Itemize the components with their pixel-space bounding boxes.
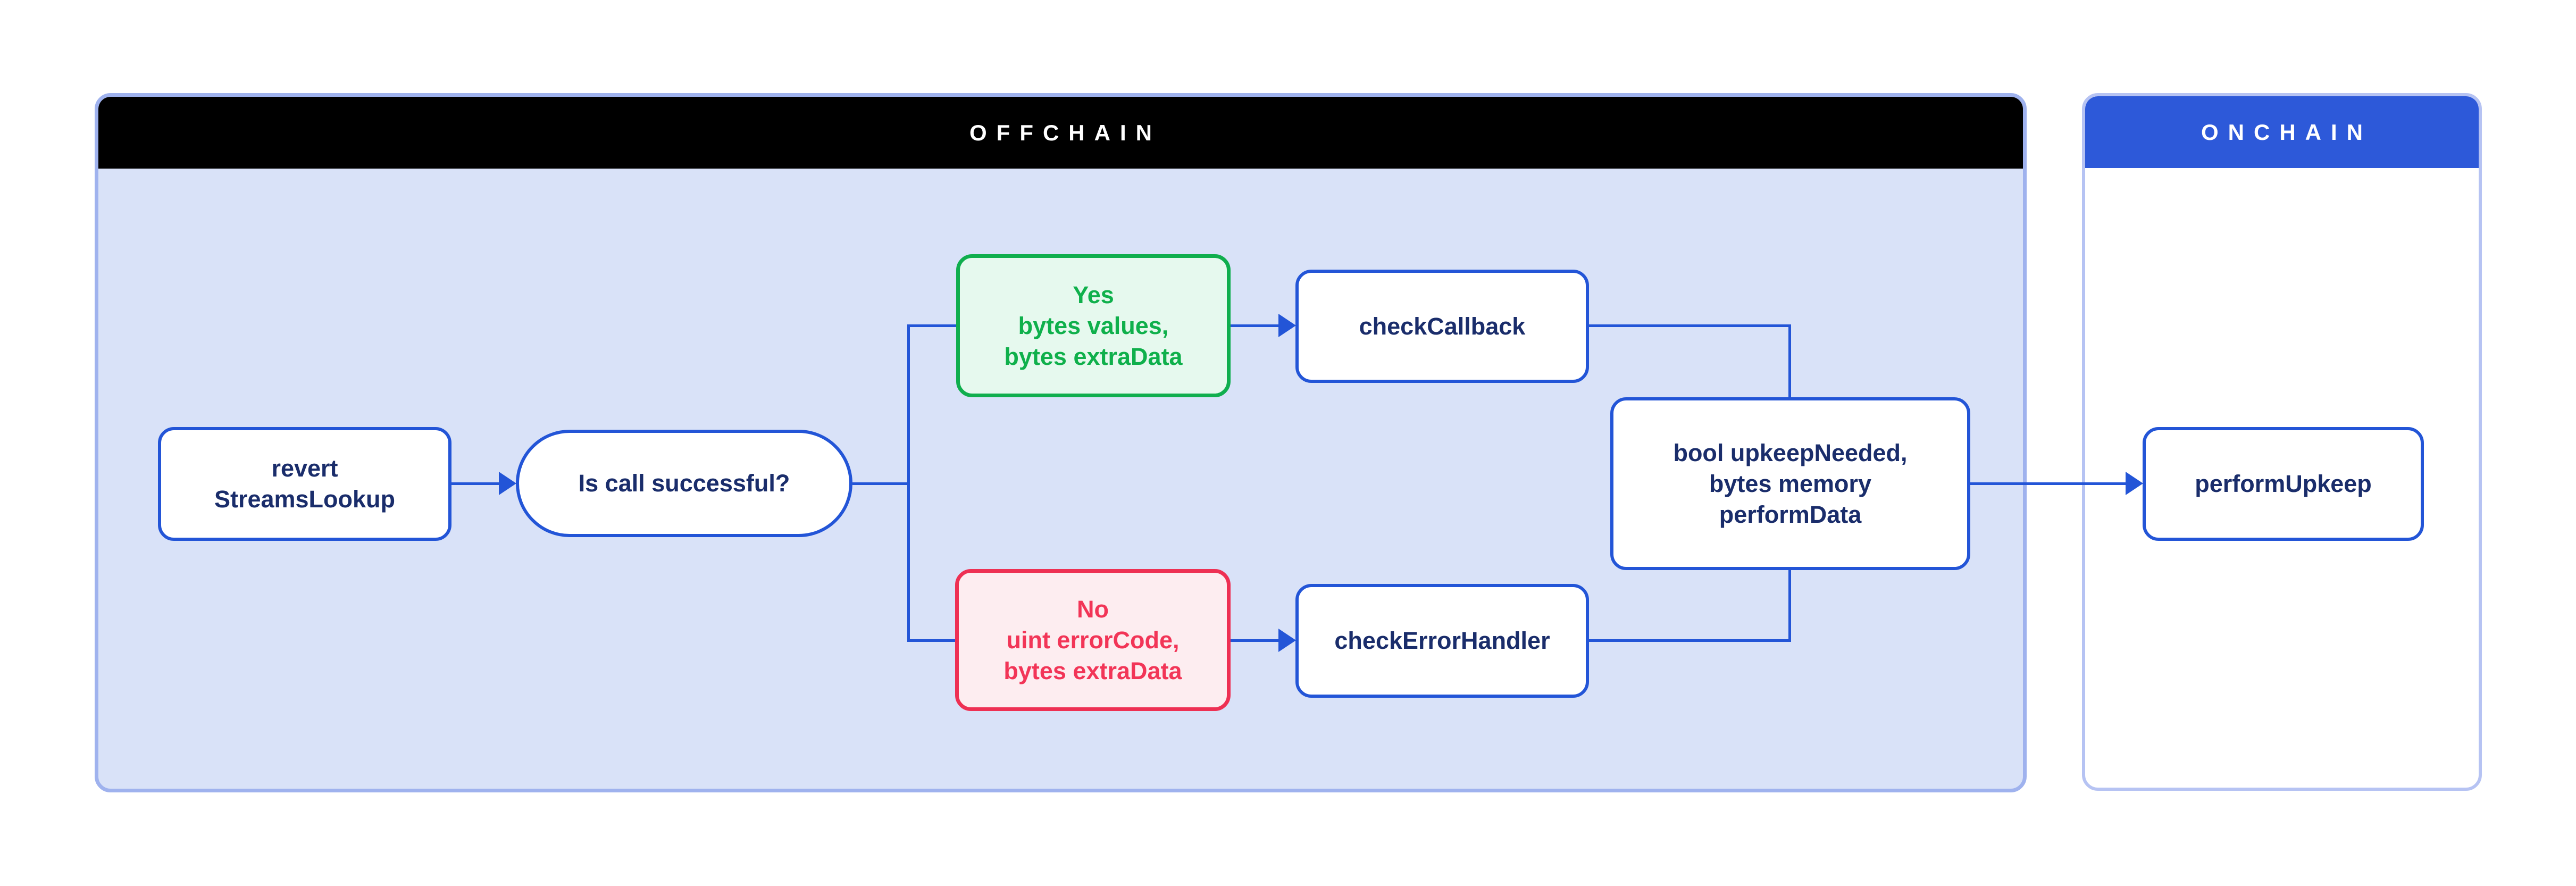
arrowhead-icon [1278, 314, 1296, 337]
arrowhead-icon [2126, 472, 2143, 495]
connector-result-to-perform-upkeep [1969, 482, 2126, 485]
node-no-branch: No uint errorCode, bytes extraData [955, 569, 1231, 711]
onchain-lane-header: ONCHAIN [2085, 96, 2479, 168]
node-upkeep-result: bool upkeepNeeded, bytes memory performD… [1610, 397, 1970, 570]
offchain-lane-header: OFFCHAIN [98, 97, 2023, 169]
node-yes-branch: Yes bytes values, bytes extraData [956, 254, 1231, 397]
node-perform-upkeep: performUpkeep [2143, 427, 2424, 541]
arrowhead-icon [1278, 629, 1296, 652]
arrowhead-icon [499, 472, 516, 495]
offchain-lane-title: OFFCHAIN [969, 120, 1161, 145]
node-check-callback: checkCallback [1295, 270, 1589, 383]
node-revert-streams-lookup: revert StreamsLookup [158, 427, 451, 541]
node-is-call-successful: Is call successful? [516, 430, 852, 537]
connector-check-callback-to-result-drop [1788, 324, 1791, 399]
onchain-lane-title: ONCHAIN [2201, 119, 2372, 145]
connector-decision-to-split [852, 482, 910, 485]
connector-branch-split [907, 324, 910, 642]
connector-revert-to-decision [451, 482, 499, 485]
connector-check-error-handler-to-result [1589, 639, 1791, 642]
connector-check-error-handler-to-result-rise [1788, 569, 1791, 642]
node-check-error-handler: checkErrorHandler [1295, 584, 1589, 698]
connector-check-callback-to-result [1589, 324, 1791, 327]
